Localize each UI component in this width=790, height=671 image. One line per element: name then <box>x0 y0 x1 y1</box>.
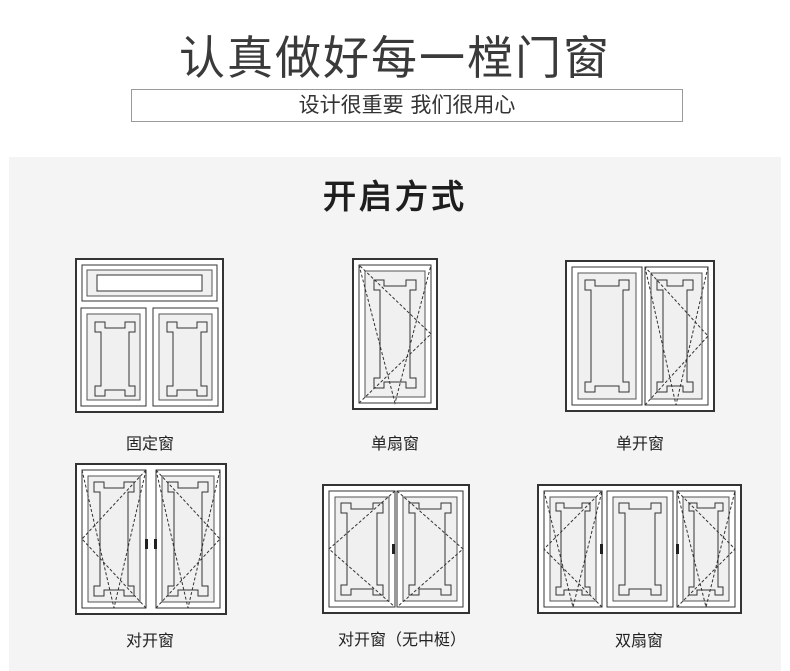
page-title: 认真做好每一樘门窗 <box>179 31 611 85</box>
slogan-box: 设计很重要 我们很用心 <box>131 89 683 122</box>
window-label-double-opening-no-mullion: 对开窗（无中梃） <box>337 630 466 649</box>
fixed-window-illustration <box>75 258 224 413</box>
single-opening-window-illustration <box>565 260 715 412</box>
window-label-double-opening: 对开窗 <box>125 631 174 650</box>
window-label-double-sash: 双扇窗 <box>614 631 663 650</box>
window-label-fixed: 固定窗 <box>125 434 174 453</box>
double-sash-window-illustration <box>537 484 742 614</box>
double-opening-window-illustration <box>75 463 227 615</box>
single-sash-window-illustration <box>352 258 438 410</box>
window-label-single-sash: 单扇窗 <box>370 434 419 453</box>
window-label-single-opening: 单开窗 <box>615 434 664 453</box>
section-title: 开启方式 <box>323 177 467 216</box>
double-opening-no-mullion-window-illustration <box>322 484 470 614</box>
slogan-text: 设计很重要 我们很用心 <box>298 93 516 117</box>
